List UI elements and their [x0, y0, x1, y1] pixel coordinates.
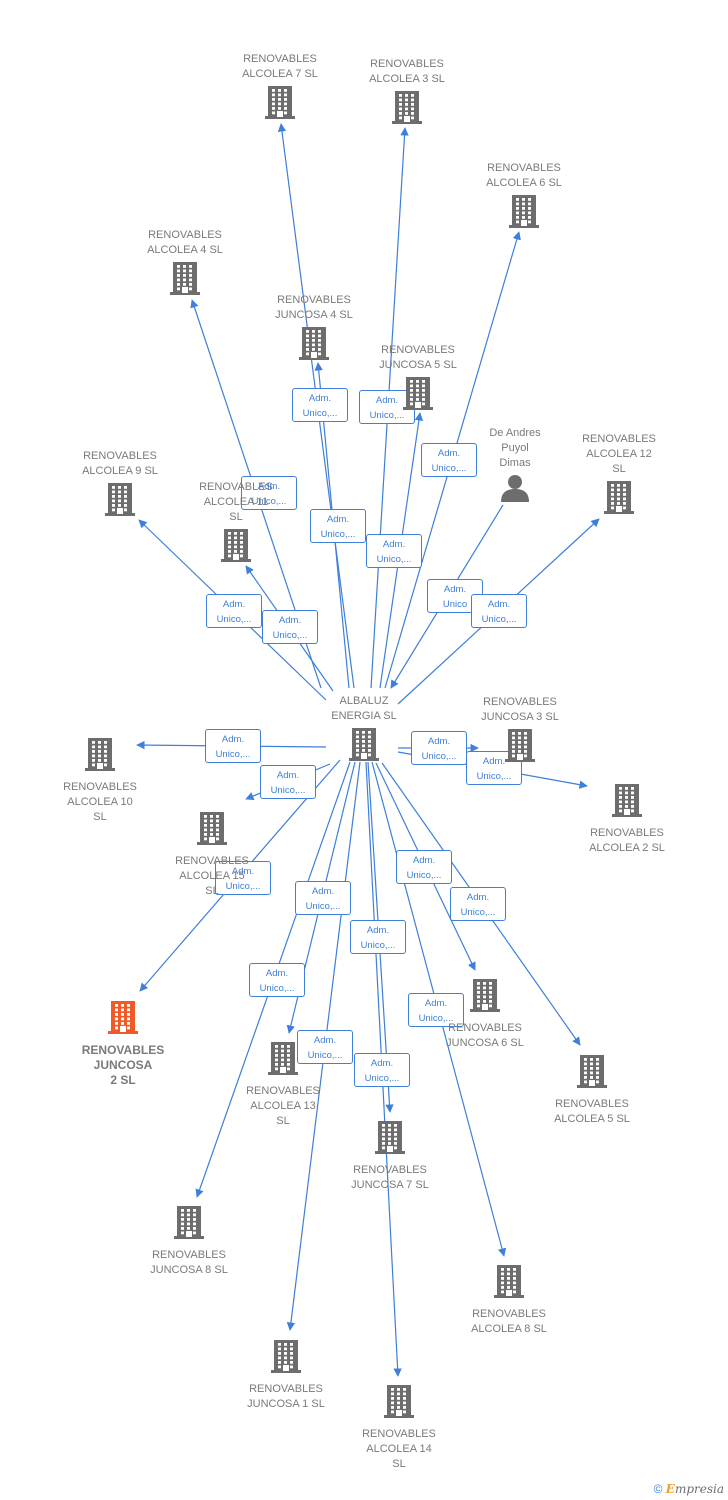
- node-alcolea6[interactable]: RENOVABLES ALCOLEA 6 SL: [464, 161, 584, 233]
- node-label: RENOVABLES JUNCOSA 1 SL: [247, 1383, 325, 1410]
- node-label: RENOVABLES ALCOLEA 10 SL: [63, 781, 137, 823]
- edge-label-alcoleaX[interactable]: Adm. Unico,...: [260, 765, 316, 799]
- edge-label-juncosa7[interactable]: Adm. Unico,...: [350, 920, 406, 954]
- node-alcolea2[interactable]: RENOVABLES ALCOLEA 2 SL: [567, 783, 687, 856]
- footer-brand: © Empresia: [654, 1482, 724, 1496]
- edge-label-alcolea13[interactable]: Adm. Unico,...: [295, 881, 351, 915]
- building-icon: [567, 783, 687, 822]
- brand-logo: Empresia: [665, 1482, 724, 1496]
- building-icon: [304, 727, 424, 766]
- node-label: RENOVABLES JUNCOSA 2 SL: [81, 1043, 165, 1087]
- node-label: RENOVABLES JUNCOSA 7 SL: [351, 1164, 429, 1191]
- node-juncosa2[interactable]: RENOVABLES JUNCOSA 2 SL: [63, 1000, 183, 1088]
- edge-label-alcolea7[interactable]: Adm. Unico,...: [292, 388, 348, 422]
- building-icon: [63, 1000, 183, 1039]
- node-albaluz[interactable]: ALBALUZ ENERGIA SL: [304, 694, 424, 766]
- node-juncosa8[interactable]: RENOVABLES JUNCOSA 8 SL: [129, 1205, 249, 1278]
- node-alcolea7[interactable]: RENOVABLES ALCOLEA 7 SL: [220, 52, 340, 124]
- building-icon: [425, 978, 545, 1017]
- edge-label-juncosa4[interactable]: Adm. Unico,...: [310, 509, 366, 543]
- node-label: RENOVABLES ALCOLEA 3 SL: [369, 58, 445, 85]
- edge-label-alcolea8[interactable]: Adm. Unico,...: [408, 993, 464, 1027]
- building-icon: [129, 1205, 249, 1244]
- building-icon: [176, 528, 296, 567]
- edge-label-juncosa1[interactable]: Adm. Unico,...: [297, 1030, 353, 1064]
- edge-label-juncosa6[interactable]: Adm. Unico,...: [396, 850, 452, 884]
- node-label: De Andres Puyol Dimas: [489, 427, 541, 469]
- node-label: ALBALUZ ENERGIA SL: [331, 695, 397, 722]
- building-icon: [60, 482, 180, 521]
- node-label: RENOVABLES JUNCOSA 5 SL: [379, 344, 457, 371]
- node-label: RENOVABLES ALCOLEA 11 SL: [199, 481, 273, 523]
- edge-label-alcolea9[interactable]: Adm. Unico,...: [206, 594, 262, 628]
- node-alcolea4[interactable]: RENOVABLES ALCOLEA 4 SL: [125, 228, 245, 300]
- edge-label-juncosa2[interactable]: Adm. Unico,...: [215, 861, 271, 895]
- node-juncosa7[interactable]: RENOVABLES JUNCOSA 7 SL: [330, 1120, 450, 1193]
- node-alcolea14[interactable]: RENOVABLES ALCOLEA 14 SL: [339, 1384, 459, 1472]
- building-icon: [226, 1339, 346, 1378]
- node-label: RENOVABLES ALCOLEA 12 SL: [582, 433, 656, 475]
- node-label: RENOVABLES ALCOLEA 15 SL: [175, 855, 249, 897]
- node-alcolea3[interactable]: RENOVABLES ALCOLEA 3 SL: [347, 57, 467, 129]
- node-juncosa4[interactable]: RENOVABLES JUNCOSA 4 SL: [254, 293, 374, 365]
- node-label: RENOVABLES JUNCOSA 8 SL: [150, 1249, 228, 1276]
- building-icon: [220, 85, 340, 124]
- building-icon: [223, 1041, 343, 1080]
- edge-label-juncosa5[interactable]: Adm. Unico,...: [366, 534, 422, 568]
- person-icon: [455, 474, 575, 507]
- node-label: RENOVABLES JUNCOSA 4 SL: [275, 294, 353, 321]
- edge-label-alcolea2[interactable]: Adm. Unico,...: [411, 731, 467, 765]
- building-icon: [464, 194, 584, 233]
- node-alcoleaX[interactable]: RENOVABLES ALCOLEA 15 SL: [152, 811, 272, 899]
- building-icon: [358, 376, 478, 415]
- building-icon: [125, 261, 245, 300]
- building-icon: [460, 728, 580, 767]
- node-alcolea5[interactable]: RENOVABLES ALCOLEA 5 SL: [532, 1054, 652, 1127]
- node-label: RENOVABLES JUNCOSA 6 SL: [446, 1022, 524, 1049]
- node-deandres[interactable]: De Andres Puyol Dimas: [455, 426, 575, 507]
- edge-label-alcolea14[interactable]: Adm. Unico,...: [354, 1053, 410, 1087]
- node-alcolea8[interactable]: RENOVABLES ALCOLEA 8 SL: [449, 1264, 569, 1337]
- node-juncosa3[interactable]: RENOVABLES JUNCOSA 3 SL: [460, 695, 580, 767]
- node-label: RENOVABLES ALCOLEA 14 SL: [362, 1428, 436, 1470]
- node-alcolea11[interactable]: RENOVABLES ALCOLEA 11 SL: [176, 480, 296, 567]
- node-label: RENOVABLES ALCOLEA 5 SL: [554, 1098, 630, 1125]
- node-label: RENOVABLES JUNCOSA 3 SL: [481, 696, 559, 723]
- node-juncosa5[interactable]: RENOVABLES JUNCOSA 5 SL: [358, 343, 478, 415]
- node-label: RENOVABLES ALCOLEA 8 SL: [471, 1308, 547, 1335]
- node-label: RENOVABLES ALCOLEA 9 SL: [82, 450, 158, 477]
- building-icon: [40, 737, 160, 776]
- building-icon: [254, 326, 374, 365]
- building-icon: [347, 90, 467, 129]
- node-alcolea10[interactable]: RENOVABLES ALCOLEA 10 SL: [40, 737, 160, 825]
- node-label: RENOVABLES ALCOLEA 4 SL: [147, 229, 223, 256]
- node-alcolea9[interactable]: RENOVABLES ALCOLEA 9 SL: [60, 449, 180, 521]
- building-icon: [152, 811, 272, 850]
- edge-label-juncosa8[interactable]: Adm. Unico,...: [249, 963, 305, 997]
- node-alcolea13[interactable]: RENOVABLES ALCOLEA 13 SL: [223, 1041, 343, 1129]
- node-label: RENOVABLES ALCOLEA 13 SL: [246, 1085, 320, 1127]
- edge-label-alcolea5[interactable]: Adm. Unico,...: [450, 887, 506, 921]
- edge-label-alcolea6[interactable]: Adm. Unico,...: [421, 443, 477, 477]
- copyright-symbol: ©: [653, 1482, 663, 1496]
- building-icon: [449, 1264, 569, 1303]
- building-icon: [339, 1384, 459, 1423]
- node-juncosa6[interactable]: RENOVABLES JUNCOSA 6 SL: [425, 978, 545, 1051]
- edge-label-alcolea4[interactable]: Adm. Unico,...: [241, 476, 297, 510]
- node-label: RENOVABLES ALCOLEA 7 SL: [242, 53, 318, 80]
- node-label: RENOVABLES ALCOLEA 6 SL: [486, 162, 562, 189]
- building-icon: [559, 480, 679, 519]
- node-label: RENOVABLES ALCOLEA 2 SL: [589, 827, 665, 854]
- building-icon: [532, 1054, 652, 1093]
- edge-label-alcolea10[interactable]: Adm. Unico,...: [205, 729, 261, 763]
- node-alcolea12[interactable]: RENOVABLES ALCOLEA 12 SL: [559, 432, 679, 519]
- edge-label-alcolea11[interactable]: Adm. Unico,...: [262, 610, 318, 644]
- building-icon: [330, 1120, 450, 1159]
- node-juncosa1[interactable]: RENOVABLES JUNCOSA 1 SL: [226, 1339, 346, 1412]
- edge-label-alcolea12[interactable]: Adm. Unico,...: [471, 594, 527, 628]
